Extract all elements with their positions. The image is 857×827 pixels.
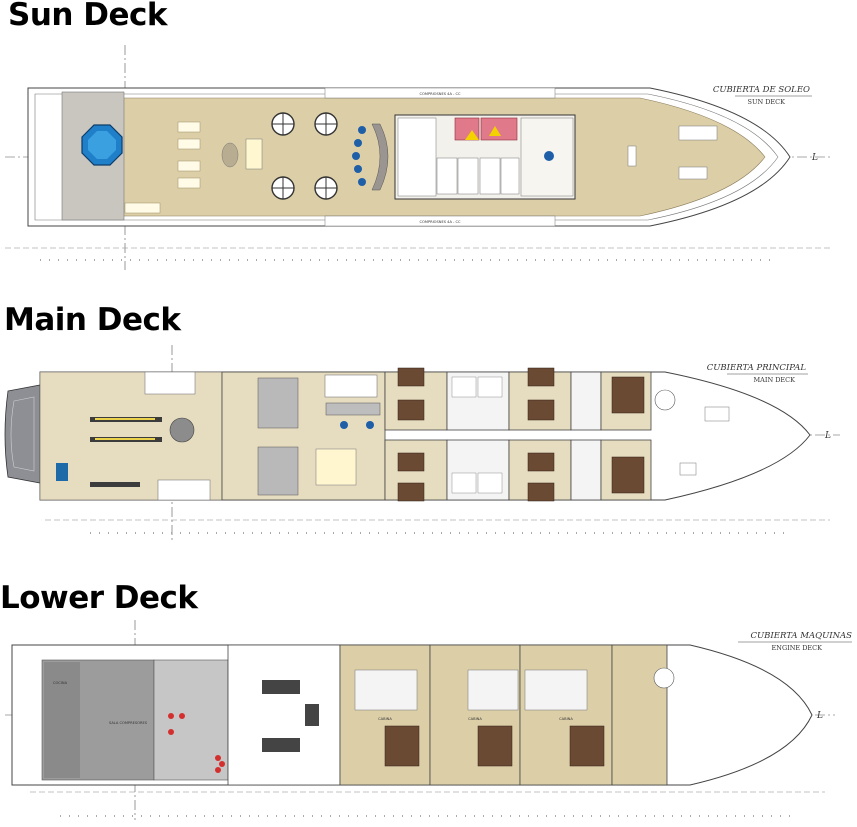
cabin-label-3: CABINA [559,717,573,721]
lower-beds [384,725,605,767]
red-tanks [168,713,225,773]
lower-caption-es: CUBIERTA MAQUINAS [750,631,852,641]
main-caption-es: CUBIERTA PRINCIPAL [707,363,807,373]
spiral-stair [653,667,675,689]
dining-table-top [257,377,299,429]
centerline-symbol: L [816,711,823,721]
engines [262,680,319,752]
dive-tank-caps [95,418,155,440]
showers [436,157,520,195]
bar-counter [325,402,381,416]
sun-caption-en: SUN DECK [748,98,786,106]
table-oval [221,142,239,168]
main-caption-en: MAIN DECK [754,376,796,384]
water-tank [169,417,195,443]
lower-caption-en: ENGINE DECK [772,644,823,652]
corridor-label-top: COMPRIOSNES 4A - CC [420,92,461,96]
main-deck-plan: L [4,345,840,540]
main-deck-title: Main Deck [4,302,181,338]
bar-stools [352,126,366,186]
sun-rail [34,93,779,221]
cabin-label-1: CABINA [378,717,392,721]
capstan [627,145,637,167]
salon-stairs [324,374,378,398]
round-tables [271,112,338,200]
beds [397,367,645,502]
sun-deck-plan: L COMPRIOSNES 4A - CC COMPRIOSNES 4A - C… [5,45,830,270]
corridor-label-bottom: COMPRIOSNES 4A - CC [420,220,461,224]
dining-table-bottom [257,446,299,496]
bar-counter [245,138,263,170]
engine-room [227,644,341,786]
lower-bathrooms [354,669,588,711]
blue-locker [56,463,68,481]
aft-stairs [144,371,196,395]
helm-seat [544,151,554,161]
spiral-stair [654,389,676,411]
aft-stairs-2 [157,479,211,501]
bathrooms [451,376,503,494]
lower-cabins [339,644,668,786]
jacuzzi-right [480,117,518,141]
lower-deck-title: Lower Deck [0,580,198,616]
lower-deck-plan: L COCINA SALA COMPRESORES CABINA CABINA … [5,620,852,820]
cabin-label-2: CABINA [468,717,482,721]
compressor-label: SALA COMPRESORES [109,721,148,725]
centerline-symbol: L [824,431,831,441]
curved-bar [371,123,389,191]
sun-loungers [124,121,201,214]
bow-box [679,462,697,476]
lounge-sofa [315,448,357,486]
bow-bench-top [678,125,718,141]
swim-platform [4,384,41,484]
bow-bench [704,406,730,422]
sun-caption-es: CUBIERTA DE SOLEO [713,85,810,95]
centerline-symbol: L [811,153,818,163]
sun-deck-title: Sun Deck [8,0,168,33]
bow-bench-bottom [678,166,708,180]
kitchen-label: COCINA [53,681,68,685]
compressor-room [153,659,229,781]
